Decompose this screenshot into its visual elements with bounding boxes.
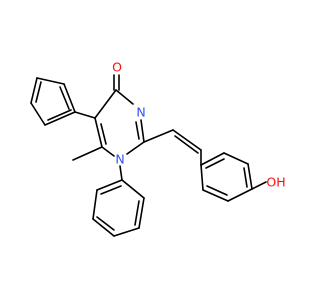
- atom-oh: OH: [266, 175, 285, 190]
- bond-n1-c2: [126, 141, 145, 155]
- bond-ph2-d-inner: [96, 216, 115, 231]
- bond-ph2-b-inner: [134, 200, 140, 226]
- bond-ph1-c: [30, 77, 38, 104]
- bond-c5-c6: [94, 117, 103, 148]
- atom-n1: N: [115, 152, 124, 167]
- bond-ph1-b: [36, 77, 65, 85]
- bond-c2-vinyl: [143, 129, 174, 143]
- atom-o-carbonyl: O: [112, 60, 122, 75]
- bond-vinyl-double: [172, 129, 202, 151]
- bond-ph2-f: [96, 179, 123, 191]
- bond-ph2-c: [113, 227, 140, 237]
- background: [0, 0, 300, 300]
- bond-c4-c5: [94, 89, 117, 119]
- bond-c6-n1: [101, 146, 115, 157]
- bond-ph3-f: [200, 164, 204, 191]
- bond-ph3-a: [200, 152, 225, 166]
- bond-ph1-e-inner: [47, 109, 72, 121]
- bond-ph1-a-inner: [59, 86, 70, 110]
- bond-c2-n3: [140, 119, 145, 143]
- bond-c6-methyl: [72, 146, 103, 161]
- bond-ph1-c-inner: [35, 81, 42, 103]
- bond-ph1-a: [63, 83, 76, 113]
- bond-n1-phenyl: [119, 165, 123, 181]
- atom-n3: N: [136, 105, 145, 120]
- bond-ph3-c-inner: [243, 167, 248, 188]
- atom-labels: O N N OH: [112, 60, 286, 190]
- bond-ph3-c: [247, 163, 253, 190]
- bond-ph1-e: [44, 111, 76, 126]
- bond-ph2-d: [92, 218, 115, 237]
- bonds: [30, 74, 267, 237]
- molecule-structure: O N N OH: [0, 0, 300, 300]
- bond-c5-phenyl: [74, 111, 96, 119]
- bond-n3-c4: [115, 89, 134, 105]
- bond-ph2-b: [138, 197, 145, 229]
- bond-ph1-d: [30, 102, 46, 126]
- bond-ph2-e: [92, 189, 98, 220]
- bond-ph3-a-inner: [205, 158, 225, 169]
- bond-ph3-e: [202, 189, 229, 202]
- bond-vinyl-double-inner: [174, 135, 199, 154]
- bond-ph3-e-inner: [206, 185, 228, 196]
- bond-ph3-d: [227, 188, 253, 202]
- bond-ph2-f-inner: [100, 185, 122, 195]
- bond-ph2-a: [121, 179, 145, 199]
- bond-phenol-oh: [251, 181, 267, 190]
- bond-c5-c6-inner: [100, 123, 107, 145]
- bond-ph3-b: [223, 152, 249, 165]
- bond-c2-n3-inner: [135, 121, 140, 140]
